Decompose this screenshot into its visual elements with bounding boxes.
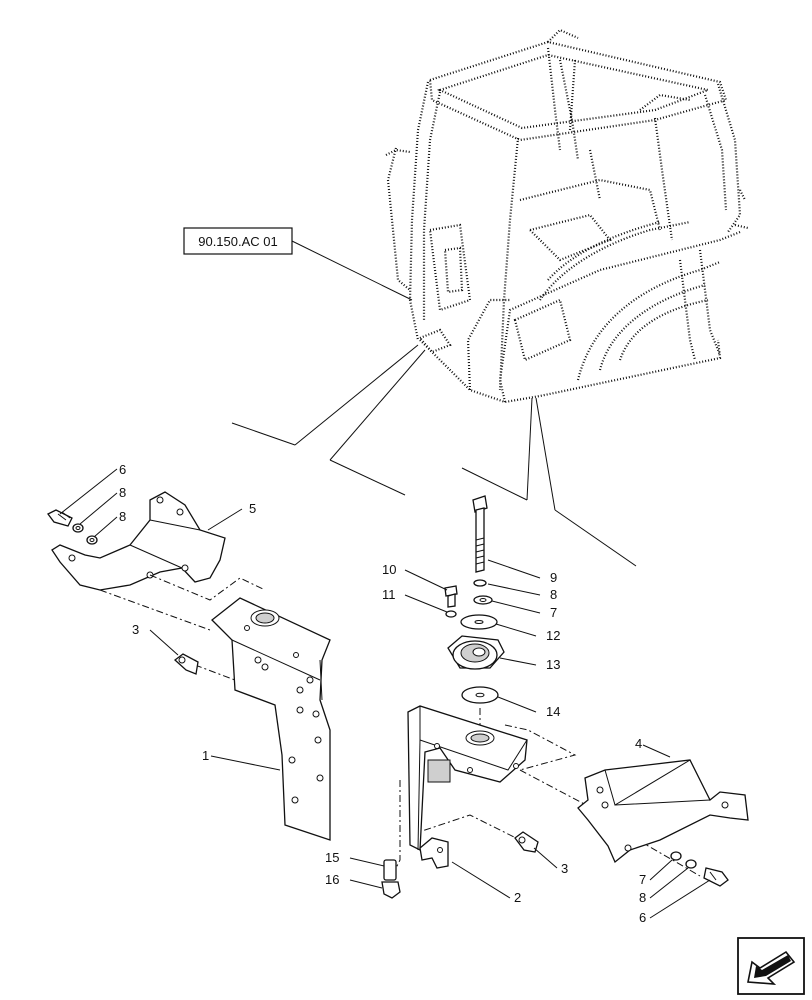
nut-part-16	[381, 881, 401, 899]
spacer-part-15	[383, 859, 397, 881]
callout-9: 9	[550, 570, 557, 585]
callout-8-left-b: 8	[119, 509, 126, 524]
support-plate-part-1	[211, 597, 331, 841]
bolt-part-9	[472, 495, 488, 573]
callout-4: 4	[635, 736, 642, 751]
callout-leaders	[59, 468, 711, 919]
next-page-arrow-icon[interactable]	[737, 937, 805, 995]
washer-part-8-left-a	[72, 523, 84, 533]
mount-part-13	[447, 635, 505, 670]
callout-1: 1	[202, 748, 209, 763]
clip-part-2	[419, 837, 449, 869]
callout-11: 11	[382, 587, 396, 602]
cab-frame	[385, 28, 749, 404]
callout-8-center: 8	[550, 587, 557, 602]
bolt-part-10	[444, 585, 458, 608]
reference-link[interactable]: 90.150.AC 01	[183, 227, 293, 255]
cab-leader-lines	[231, 240, 637, 567]
callout-16: 16	[325, 872, 339, 887]
washer-part-8-right	[685, 859, 697, 869]
bolt-part-3-left	[173, 653, 199, 675]
bolt-part-3-right	[514, 831, 539, 853]
callout-6-right: 6	[639, 910, 646, 925]
washer-part-11	[445, 610, 457, 618]
bolt-part-6-left	[47, 509, 73, 527]
callout-6-left: 6	[119, 462, 126, 477]
bolt-part-6-right	[703, 867, 729, 887]
center-bracket	[407, 705, 528, 852]
disc-part-12	[460, 614, 498, 630]
callout-8-right: 8	[639, 890, 646, 905]
callout-14: 14	[546, 704, 560, 719]
callout-7-right: 7	[639, 872, 646, 887]
callout-15: 15	[325, 850, 339, 865]
callout-3-right: 3	[561, 861, 568, 876]
bracket-part-5	[51, 491, 226, 591]
washer-part-8-left-b	[86, 535, 98, 545]
callout-7-center: 7	[550, 605, 557, 620]
callout-13: 13	[546, 657, 560, 672]
washer-part-7-right	[670, 851, 682, 861]
bracket-part-4	[577, 759, 749, 864]
callout-12: 12	[546, 628, 560, 643]
washer-part-7-center	[473, 595, 493, 605]
pad-part-14	[461, 686, 499, 704]
callout-labels: 6 8 8 5 3 1 10 11 9 8 7 12 13 14 4 3 2 1…	[119, 462, 646, 925]
callout-2: 2	[514, 890, 521, 905]
callout-3-left: 3	[132, 622, 139, 637]
callout-5: 5	[249, 501, 256, 516]
reference-box-label: 90.150.AC 01	[198, 234, 278, 249]
washer-part-8-center	[473, 579, 487, 587]
callout-10: 10	[382, 562, 396, 577]
callout-8-left-a: 8	[119, 485, 126, 500]
